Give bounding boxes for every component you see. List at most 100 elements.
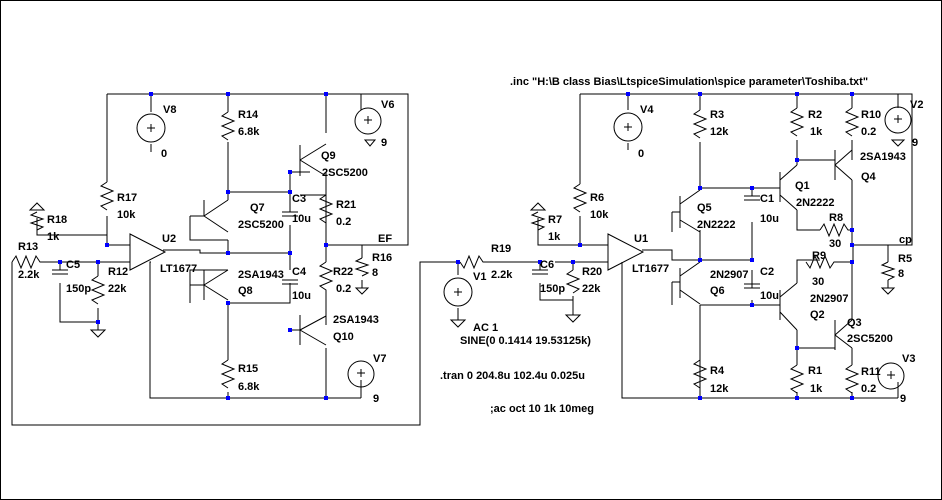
label-c4: C4 — [292, 266, 307, 278]
left-circuit — [11, 92, 460, 426]
value-r1: 1k — [810, 383, 823, 395]
resistor-r11 — [844, 364, 860, 394]
label-v6: V6 — [381, 99, 394, 111]
resistor-r15 — [220, 359, 236, 389]
value-r14: 6.8k — [238, 126, 260, 138]
value-v8: 0 — [161, 148, 167, 160]
value-v7: 9 — [373, 393, 379, 405]
ac-directive: ;ac oct 10 1k 10meg — [490, 403, 594, 415]
resistor-r14 — [220, 111, 236, 141]
resistor-r13 — [11, 254, 44, 270]
capacitor-c2 — [744, 283, 760, 289]
label-r22: R22 — [333, 266, 353, 278]
resistor-r12 — [90, 275, 106, 305]
spice-include-directive: .inc "H:\B class Bias\LtspiceSimulation\… — [510, 76, 868, 88]
value-r15: 6.8k — [238, 381, 260, 393]
right-circuit — [440, 92, 913, 400]
value-v2: 9 — [912, 137, 918, 149]
voltage-source-v6 — [354, 107, 382, 135]
label-r11: R11 — [861, 366, 881, 378]
value-q1: 2N2222 — [796, 197, 835, 209]
label-r19: R19 — [491, 243, 511, 255]
label-r5: R5 — [898, 253, 912, 265]
value-q10: 2SA1943 — [333, 314, 379, 326]
capacitor-c1 — [744, 195, 760, 201]
voltage-source-v7 — [347, 360, 375, 388]
label-r12: R12 — [108, 266, 128, 278]
value-q4: 2SA1943 — [860, 151, 906, 163]
resistor-r21 — [318, 194, 334, 229]
value-r13: 2.2k — [18, 269, 40, 281]
label-q2: Q2 — [810, 309, 825, 321]
value-r16: 8 — [372, 267, 378, 279]
capacitor-c4 — [282, 279, 298, 285]
resistor-r6 — [572, 183, 588, 213]
label-q5: Q5 — [697, 202, 712, 214]
label-r6: R6 — [590, 192, 604, 204]
capacitor-c6 — [532, 269, 548, 275]
label-c6: C6 — [540, 259, 554, 271]
label-q10: Q10 — [333, 331, 354, 343]
value-v3: 9 — [900, 393, 906, 405]
label-q7: Q7 — [250, 202, 265, 214]
resistor-r18 — [29, 211, 45, 231]
label-q9: Q9 — [321, 150, 336, 162]
resistor-r19 — [459, 254, 487, 270]
value-r20: 22k — [582, 283, 601, 295]
resistor-r22 — [318, 261, 334, 294]
label-v7: V7 — [373, 353, 386, 365]
value-r6: 10k — [590, 209, 609, 221]
label-v2: V2 — [910, 99, 923, 111]
value-c1: 10u — [760, 213, 779, 225]
opamp-u2 — [129, 233, 167, 271]
resistor-r2 — [789, 107, 805, 137]
capacitor-c5 — [52, 269, 68, 275]
net-label-cp: cp — [899, 234, 912, 246]
label-r1: R1 — [808, 365, 822, 377]
resistor-r7 — [530, 211, 546, 231]
label-r20: R20 — [582, 266, 602, 278]
v1-sine-spec: SINE(0 0.1414 19.53125k) — [460, 335, 591, 347]
resistor-r17 — [99, 181, 115, 211]
label-q3: Q3 — [847, 317, 862, 329]
value-q6: 2N2907 — [710, 269, 749, 281]
label-c3: C3 — [292, 193, 306, 205]
value-r19: 2.2k — [491, 269, 513, 281]
value-q9: 2SC5200 — [322, 167, 368, 179]
label-r16: R16 — [372, 252, 392, 264]
label-r21: R21 — [336, 199, 356, 211]
value-q5: 2N2222 — [697, 219, 736, 231]
value-c3: 10u — [292, 213, 311, 225]
resistor-r4 — [692, 359, 708, 389]
value-r3: 12k — [710, 126, 729, 138]
label-r18: R18 — [47, 214, 67, 226]
label-c2: C2 — [760, 266, 774, 278]
resistor-r3 — [692, 109, 708, 139]
value-r17: 10k — [117, 209, 136, 221]
voltage-source-v1 — [443, 277, 473, 307]
label-r17: R17 — [117, 192, 137, 204]
value-v4: 0 — [638, 148, 644, 160]
label-c5: C5 — [66, 259, 80, 271]
value-v6: 9 — [381, 137, 387, 149]
value-r18: 1k — [47, 231, 60, 243]
label-r14: R14 — [238, 109, 259, 121]
value-u1: LT1677 — [632, 263, 669, 275]
value-q3: 2SC5200 — [847, 333, 893, 345]
resistor-r1 — [789, 364, 805, 394]
label-r3: R3 — [710, 109, 724, 121]
resistor-r5 — [880, 261, 896, 281]
value-c5: 150p — [66, 283, 91, 295]
label-v8: V8 — [163, 104, 176, 116]
label-v1: V1 — [473, 271, 486, 283]
label-q8: Q8 — [238, 285, 253, 297]
label-u1: U1 — [634, 233, 648, 245]
voltage-source-v8 — [136, 113, 166, 143]
label-v3: V3 — [902, 353, 915, 365]
value-r9: 30 — [812, 276, 824, 288]
label-r8: R8 — [829, 212, 843, 224]
value-r5: 8 — [898, 268, 904, 280]
label-q4: Q4 — [861, 171, 877, 183]
value-r8: 30 — [829, 238, 841, 250]
value-r21: 0.2 — [336, 216, 351, 228]
